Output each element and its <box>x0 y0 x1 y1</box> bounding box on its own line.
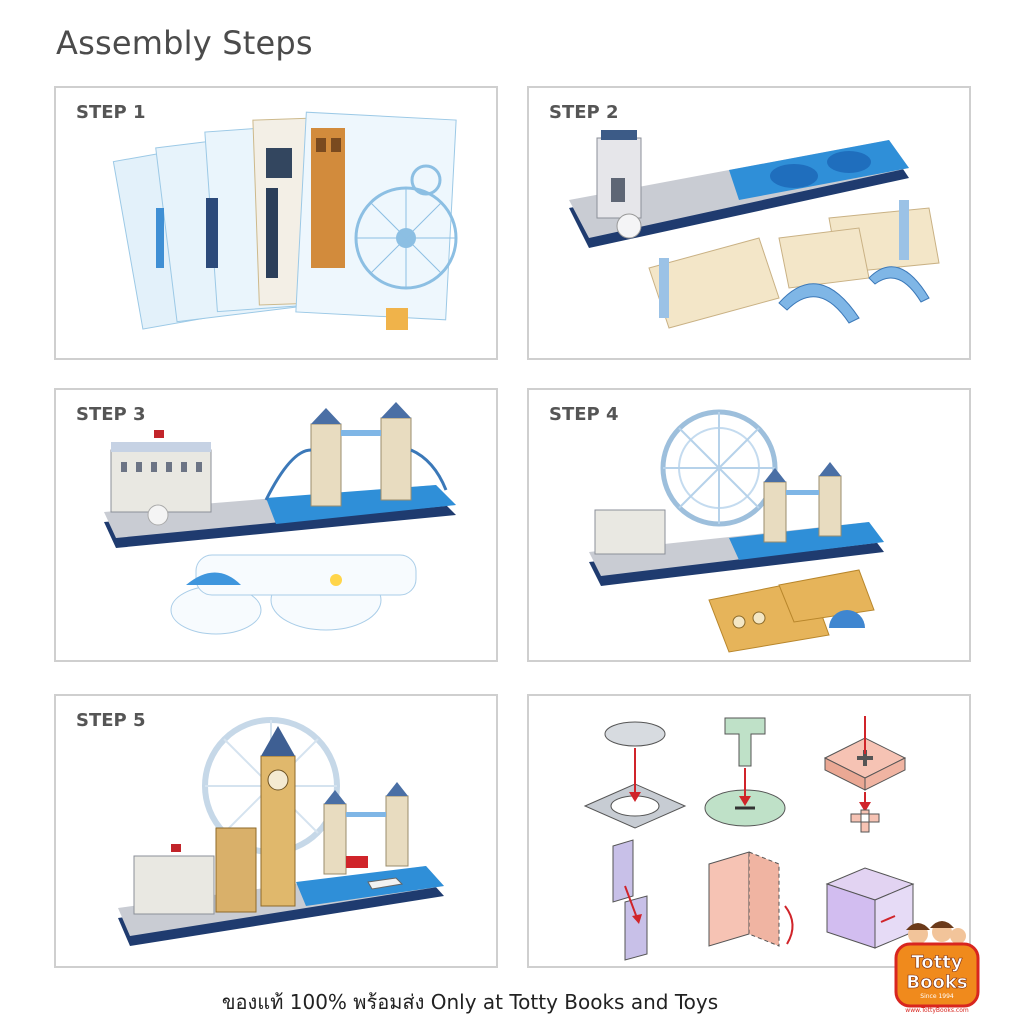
step-4-panel: STEP 4 <box>527 388 971 662</box>
logo-url: www.TottyBooks.com <box>905 1007 969 1014</box>
step-3-illustration <box>104 402 456 635</box>
step-5-panel: STEP 5 <box>54 694 498 968</box>
step-3-label: STEP 3 <box>76 404 146 425</box>
step-1-panel: STEP 1 <box>54 86 498 360</box>
totty-books-logo: Totty Books Since 1994 www.TottyBooks.co… <box>886 918 986 1016</box>
footer-note: ของแท้ 100% พร้อมส่ง Only at Totty Books… <box>221 990 719 1014</box>
step-2-label: STEP 2 <box>549 102 619 123</box>
step-1-label: STEP 1 <box>76 102 146 123</box>
logo-text-line1: Totty <box>911 952 962 973</box>
assembly-diagram-panel <box>527 694 971 968</box>
step-2-panel: STEP 2 <box>527 86 971 360</box>
assembly-diagram-illustration <box>583 716 915 961</box>
logo-text-line2: Books <box>906 972 967 993</box>
step-3-panel: STEP 3 <box>54 388 498 662</box>
step-5-illustration <box>118 717 444 946</box>
step-2-illustration <box>569 130 940 329</box>
step-1-illustration <box>112 111 458 330</box>
logo-since: Since 1994 <box>920 993 954 1000</box>
totty-books-logo-icon: Totty Books Since 1994 www.TottyBooks.co… <box>894 921 980 1014</box>
step-4-illustration <box>589 409 884 653</box>
page-title: Assembly Steps <box>56 24 313 62</box>
step-4-label: STEP 4 <box>549 404 619 425</box>
step-5-label: STEP 5 <box>76 710 146 731</box>
